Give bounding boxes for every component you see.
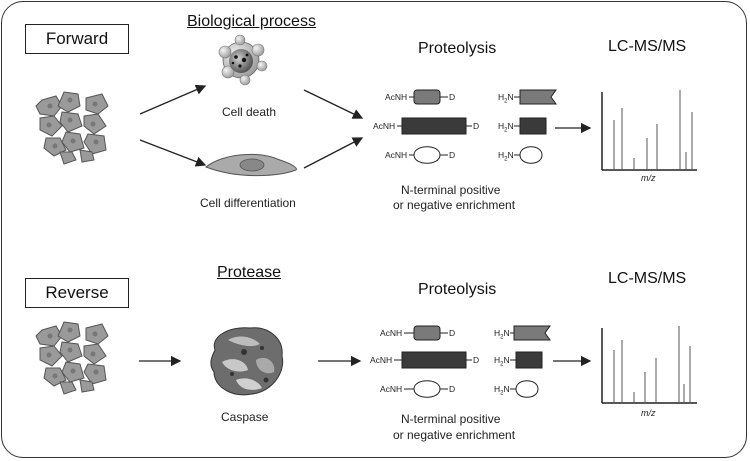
forward-mode-label: Forward: [45, 29, 109, 48]
reverse-section-title: Protease: [217, 264, 282, 281]
forward-mz-label: m/z: [641, 173, 656, 183]
forward-enrichment-line2: or negative enrichment: [393, 198, 516, 212]
forward-section-title: Biological process: [187, 13, 316, 30]
reverse-peptides: [394, 325, 551, 398]
reverse-proteolysis-title: Proteolysis: [418, 281, 497, 298]
cell-differentiation-label: Cell differentiation: [200, 196, 296, 210]
reverse-lcms-title: LC-MS/MS: [608, 270, 687, 287]
fwd-frag1-h2n: H2N: [498, 92, 514, 105]
reverse-mode-label: Reverse: [45, 283, 109, 302]
fwd-frag3-h2n: H2N: [498, 150, 514, 163]
rev-frag3-h2n: H2N: [494, 384, 510, 397]
fwd-pep3-acnh: AcNH: [385, 150, 408, 160]
cell-differentiation-icon: [205, 153, 297, 177]
fwd-frag2-h2n: H2N: [498, 121, 514, 134]
forward-mode-box: Forward: [25, 24, 129, 54]
forward-proteolysis-title: Proteolysis: [418, 40, 497, 57]
forward-spectrum: [601, 90, 697, 171]
fwd-pep1-acnh: AcNH: [385, 92, 408, 102]
cell-death-label: Cell death: [222, 105, 277, 119]
reverse-enrichment-line2: or negative enrichment: [393, 428, 516, 442]
reverse-cell-cluster: [35, 321, 109, 395]
fwd-pep1-d: D: [449, 92, 456, 102]
fwd-pep2-acnh: AcNH: [373, 121, 396, 131]
forward-enrichment-line1: N-terminal positive: [401, 183, 501, 197]
rev-frag1-h2n: H2N: [494, 328, 510, 341]
reverse-mode-box: Reverse: [25, 278, 129, 308]
forward-arrows: [139, 84, 592, 169]
fwd-pep3-d: D: [449, 150, 456, 160]
rev-frag2-h2n: H2N: [494, 355, 510, 368]
rev-pep3-d: D: [449, 384, 456, 394]
rev-pep1-acnh: AcNH: [380, 328, 403, 338]
reverse-spectrum: [601, 326, 697, 404]
forward-cell-cluster: [35, 91, 109, 165]
fwd-pep2-d: D: [473, 121, 480, 131]
rev-pep1-d: D: [449, 328, 456, 338]
forward-peptides: [397, 89, 557, 164]
cell-death-icon: [218, 34, 268, 86]
caspase-structure-icon: [210, 327, 284, 396]
rev-pep2-acnh: AcNH: [370, 355, 393, 365]
rev-pep2-d: D: [473, 355, 480, 365]
reverse-mz-label: m/z: [641, 408, 656, 418]
rev-pep3-acnh: AcNH: [380, 384, 403, 394]
caspase-label: Caspase: [221, 410, 269, 424]
forward-lcms-title: LC-MS/MS: [608, 38, 687, 55]
reverse-enrichment-line1: N-terminal positive: [401, 412, 501, 426]
